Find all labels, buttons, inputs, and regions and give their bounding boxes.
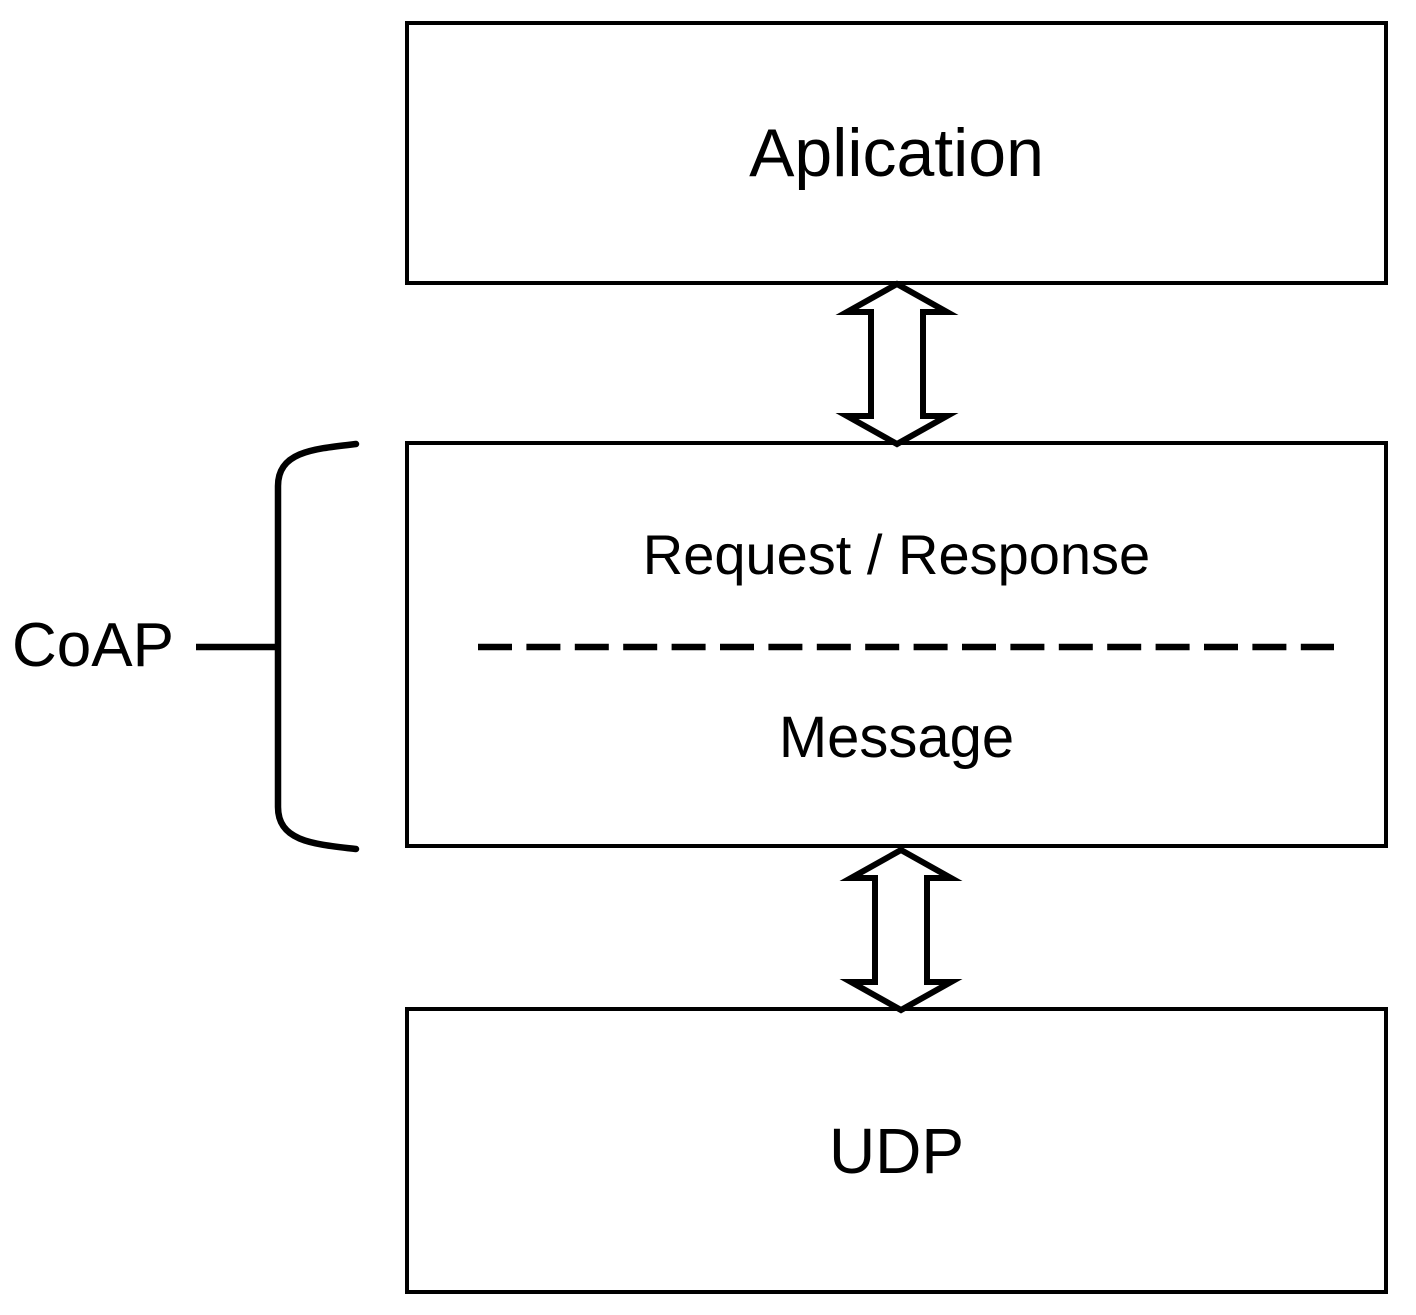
coap-brace-label: CoAP bbox=[12, 611, 174, 680]
app-coap-double-arrow-icon bbox=[835, 280, 959, 448]
application-layer-label: Aplication bbox=[749, 115, 1044, 191]
udp-layer-box: UDP bbox=[405, 1007, 1388, 1294]
message-sublayer: Message bbox=[409, 645, 1384, 845]
coap-udp-double-arrow-icon bbox=[839, 846, 963, 1014]
message-label: Message bbox=[778, 705, 1015, 771]
request-response-label: Request / Response bbox=[642, 522, 1151, 586]
application-layer-box: Aplication bbox=[405, 21, 1388, 285]
request-response-sublayer: Request / Response bbox=[409, 445, 1384, 645]
coap-layer-box: Request / Response Message bbox=[405, 441, 1388, 848]
udp-layer-label: UDP bbox=[828, 1114, 965, 1187]
coap-brace-icon bbox=[274, 440, 360, 853]
